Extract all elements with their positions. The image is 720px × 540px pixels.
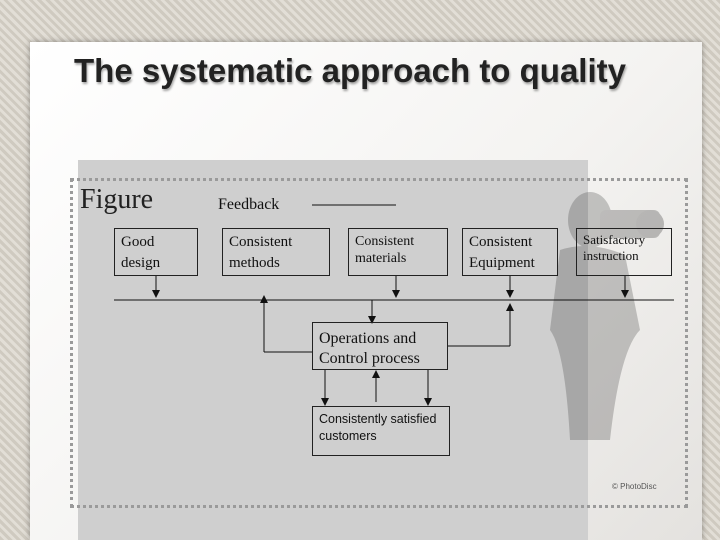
input-consistent-equipment: Consistent Equipment — [462, 228, 558, 276]
input-good-design: Good design — [114, 228, 198, 276]
process-box: Operations and Control process — [312, 322, 448, 370]
input-consistent-materials: Consistent materials — [348, 228, 448, 276]
input-satisfactory-instruction: Satisfactory instruction — [576, 228, 672, 276]
input-consistent-methods: Consistent methods — [222, 228, 330, 276]
output-box: Consistently satisfied customers — [312, 406, 450, 456]
photo-credit: © PhotoDisc — [612, 482, 657, 491]
